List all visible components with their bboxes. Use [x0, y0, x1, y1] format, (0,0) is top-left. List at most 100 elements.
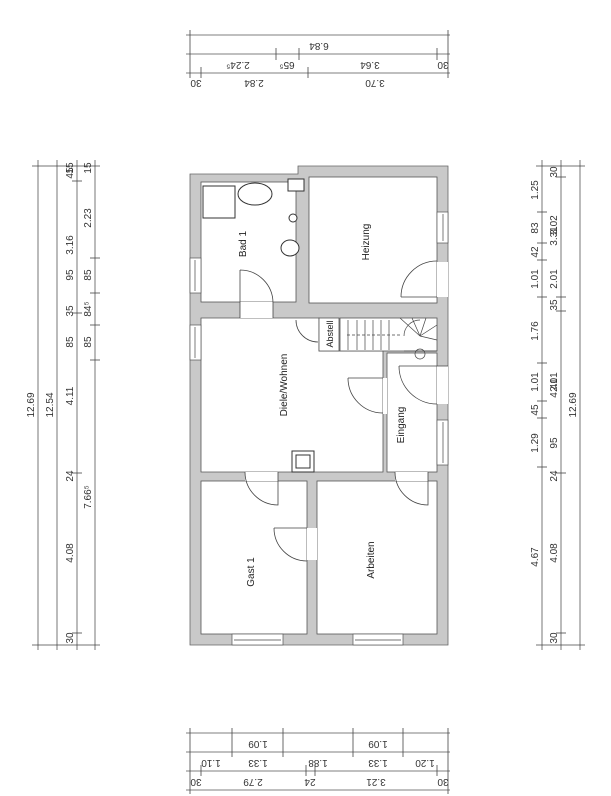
dim-top-opening: 65⁵: [279, 59, 294, 70]
window-eingang: [436, 419, 449, 466]
dim-right-35: 35: [549, 299, 560, 311]
dim-right-4-67: 4.67: [530, 547, 541, 567]
dim-right-95: 95: [549, 437, 560, 449]
dim-top-total: 6.84: [309, 40, 329, 51]
dim-bottom-inner-wall: 24: [304, 776, 316, 787]
dim-bottom-seg4: 1.33: [368, 757, 388, 768]
dim-left-85c: 85: [83, 336, 94, 348]
door-heizung: [400, 260, 438, 298]
dim-right-45: 45: [530, 404, 541, 416]
dim-right-83: 83: [530, 222, 541, 234]
label-eingang: Eingang: [396, 407, 407, 444]
dim-right-42: 42: [530, 246, 541, 258]
door-arbeiten: [394, 471, 429, 506]
label-diele: Diele/Wohnen: [279, 354, 290, 417]
dim-top-wall-left: 30: [190, 77, 202, 88]
dim-right-3-31: 3.31: [549, 226, 560, 246]
dim-right-24: 24: [549, 470, 560, 482]
door-abstell: [295, 319, 319, 343]
windows: [189, 211, 449, 646]
dim-bottom-seg3: 1.88: [308, 757, 328, 768]
dim-bottom-arbeiten-width: 3.21: [366, 776, 386, 787]
left-dimension-chain: 12.69 12.54 45 3.16 35 4.11 24 4.08 30 1…: [26, 160, 100, 650]
dim-right-1-01a: 1.01: [530, 269, 541, 289]
dim-bottom-seg1: 1.10: [201, 757, 221, 768]
dim-right-2-01a: 2.01: [549, 269, 560, 289]
dim-top-heizung-width: 3.64: [360, 59, 380, 70]
dim-bottom-window-gast: 1.09: [248, 738, 268, 749]
right-dimension-chain: 1.25 83 42 1.01 1.76 1.01 45 1.29 4.67 3…: [530, 160, 585, 650]
dim-left-wall-35: 35: [65, 305, 76, 317]
door-gast-side: [273, 527, 308, 562]
label-arbeiten: Arbeiten: [366, 541, 377, 578]
room-arbeiten: [316, 480, 438, 635]
top-dimension-chain: 6.84 2.24⁵ 65⁵ 3.64 30 30 2.84 3.70: [186, 30, 450, 88]
dim-left-7-66-5: 7.66⁵: [83, 485, 94, 509]
dim-top-right-axis: 3.70: [365, 77, 385, 88]
dim-left-bottom-wall: 30: [65, 632, 76, 644]
fixtures: [202, 178, 315, 473]
dim-top-bad-width: 2.24⁵: [226, 59, 250, 70]
doors: [239, 260, 448, 562]
label-bad: Bad 1: [238, 230, 249, 257]
dim-bottom-window-arbeiten: 1.09: [368, 738, 388, 749]
dim-top-wall-right: 30: [437, 59, 449, 70]
dim-left-total-outer: 12.69: [26, 392, 37, 417]
chimney-bad: [287, 178, 305, 192]
room-heizung: [308, 176, 438, 304]
bottom-dimension-chain: 1.09 1.09 1.10 1.33 1.88 1.33 1.20 30 2.…: [186, 728, 450, 796]
dim-left-wall-24: 24: [65, 470, 76, 482]
dim-right-1-76: 1.76: [530, 321, 541, 341]
label-abstell: Abstell: [325, 320, 335, 347]
window-diele: [189, 324, 202, 361]
bidet: [288, 213, 298, 223]
shower-tray: [202, 185, 236, 219]
dim-bottom-wall-right: 30: [437, 776, 449, 787]
window-arbeiten: [352, 633, 404, 646]
dim-right-2-01b: 2.01: [549, 372, 560, 392]
dim-left-top-wall: 45: [65, 167, 76, 179]
label-gast: Gast 1: [246, 557, 257, 587]
dim-right-30b: 30: [549, 632, 560, 644]
room-labels: Bad 1 Heizung Diele/Wohnen Abstell Einga…: [238, 224, 407, 587]
window-bad: [189, 257, 202, 294]
dim-bottom-seg2: 1.33: [248, 757, 268, 768]
room-eingang: [386, 352, 438, 473]
rooms: [200, 176, 438, 635]
dim-left-bad-depth: 3.16: [65, 235, 76, 255]
door-gast: [244, 471, 279, 506]
dim-top-left-axis: 2.84: [244, 77, 264, 88]
dim-right-1-01b: 1.01: [530, 372, 541, 392]
door-diele-eingang: [347, 377, 384, 414]
washbasin: [237, 182, 273, 206]
dim-left-2-23: 2.23: [83, 208, 94, 228]
room-gast: [200, 480, 308, 635]
dim-right-total: 12.69: [568, 392, 579, 417]
door-bad: [239, 269, 274, 318]
dim-right-3-02: 3.02: [549, 215, 560, 235]
dim-bottom-gast-width: 2.79: [243, 776, 263, 787]
dim-left-15a: 15: [65, 162, 76, 174]
dim-right-4-08: 4.08: [549, 543, 560, 563]
door-entrance: [398, 365, 448, 405]
dim-left-95: 95: [65, 269, 76, 281]
dim-left-total-inner: 12.54: [45, 392, 56, 417]
room-abstell: [318, 317, 340, 352]
dim-right-4-41: 4.41: [549, 378, 560, 398]
staircase: [347, 317, 438, 360]
dim-right-1-25: 1.25: [530, 180, 541, 200]
dim-right-1-29: 1.29: [530, 433, 541, 453]
window-gast: [231, 633, 284, 646]
dim-left-84-5: 84⁵: [83, 301, 94, 316]
dim-bottom-wall-left: 30: [190, 776, 202, 787]
label-heizung: Heizung: [361, 224, 372, 261]
toilet: [280, 239, 300, 257]
dim-left-gast-depth: 4.08: [65, 543, 76, 563]
dim-left-diele-depth: 4.11: [65, 386, 76, 405]
dim-left-85b: 85: [83, 269, 94, 281]
window-heizung: [436, 211, 449, 244]
dim-right-30a: 30: [549, 166, 560, 178]
dim-bottom-seg5: 1.20: [415, 757, 435, 768]
dim-left-85a: 85: [65, 336, 76, 348]
